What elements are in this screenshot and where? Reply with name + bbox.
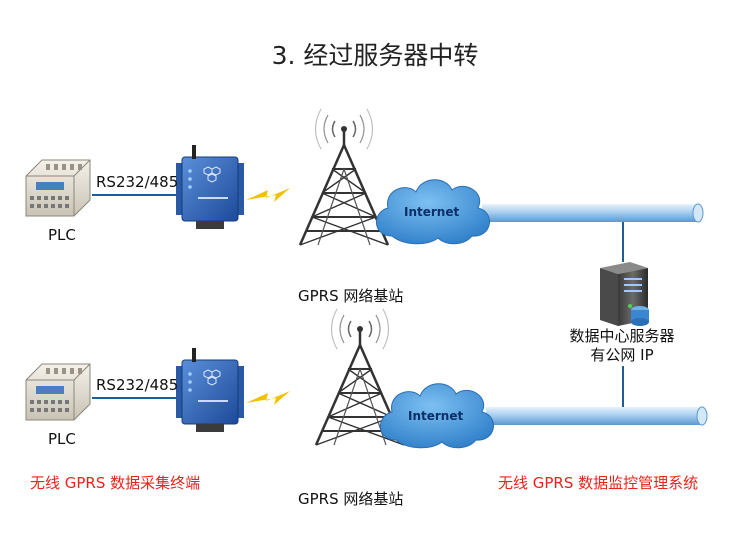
terminal-caption: 无线 GPRS 数据采集终端 bbox=[30, 474, 201, 492]
gprs-terminal-device bbox=[175, 144, 245, 230]
plc-device bbox=[25, 159, 91, 217]
wireless-signal-bolt bbox=[246, 188, 290, 202]
server-label-line1: 数据中心服务器 bbox=[569, 327, 675, 345]
plc-device bbox=[25, 363, 91, 421]
link-label: RS232/485 bbox=[96, 376, 179, 394]
row-2 bbox=[25, 307, 708, 449]
diagram-title: 3. 经过服务器中转 bbox=[271, 41, 479, 70]
gprs-base-station-tower bbox=[298, 107, 390, 247]
link-label: RS232/485 bbox=[96, 173, 179, 191]
base-station-label: GPRS 网络基站 bbox=[298, 490, 404, 508]
server-label: 数据中心服务器 有公网 IP bbox=[522, 327, 722, 365]
base-station-label: GPRS 网络基站 bbox=[298, 287, 404, 305]
gprs-terminal-device bbox=[175, 347, 245, 433]
internet-label: Internet bbox=[408, 409, 464, 423]
network-pipe bbox=[481, 203, 704, 223]
data-center-server-icon bbox=[600, 262, 649, 326]
internet-label: Internet bbox=[404, 205, 460, 219]
network-pipe bbox=[485, 406, 708, 426]
plc-label: PLC bbox=[48, 430, 76, 448]
wireless-signal-bolt bbox=[246, 391, 290, 405]
plc-label: PLC bbox=[48, 226, 76, 244]
monitor-system-caption: 无线 GPRS 数据监控管理系统 bbox=[498, 474, 699, 492]
server-label-line2: 有公网 IP bbox=[590, 346, 654, 364]
row-1 bbox=[25, 107, 704, 247]
